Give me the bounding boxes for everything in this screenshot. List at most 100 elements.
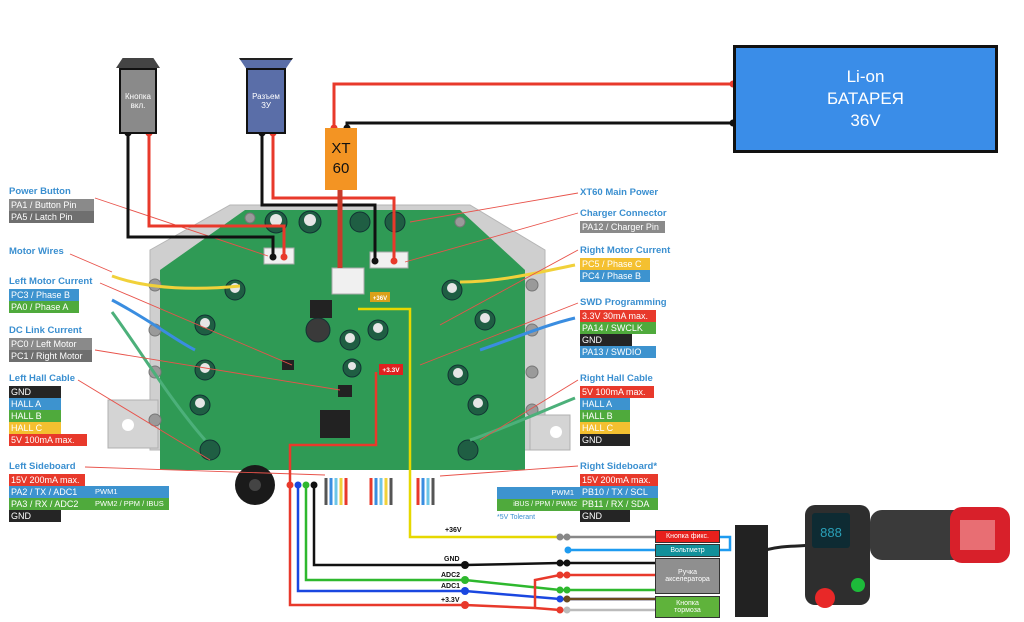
battery: Li-on БАТАРЕЯ 36V (733, 45, 998, 153)
tag-gnd: GND (580, 510, 630, 522)
label-title: Right Hall Cable (580, 373, 653, 384)
mcu-chip (320, 410, 350, 438)
tag-5v: 5V 100mA max. (9, 434, 87, 446)
wire-label-36v: +36V (445, 527, 462, 534)
xt60-label-2: 60 (332, 160, 350, 177)
tag-hall-a: HALL A (9, 398, 61, 410)
charger-label-2: ЗУ (261, 101, 271, 110)
tag-gnd: GND (9, 386, 61, 398)
tag-gnd: GND (580, 334, 632, 346)
label-title: Right Motor Current (580, 245, 671, 256)
wire-33v-pcb (288, 372, 378, 485)
tag-pa3: PA3 / RX / ADC2 (11, 499, 79, 509)
tag-right-pwm1: PWM1 (497, 487, 580, 499)
xt60-label: XT (331, 140, 351, 157)
tag-hall-c: HALL C (580, 422, 630, 434)
label-title: Left Sideboard (9, 461, 76, 472)
wire-label-33v: +3.3V (441, 597, 460, 604)
pointer-lines (69, 192, 579, 477)
tag-hall-c: HALL C (9, 422, 61, 434)
battery-wire-red (332, 82, 733, 128)
wire-label-adc1: ADC1 (441, 583, 460, 590)
connector-cruise-button: Кнопка фикс. (655, 530, 720, 543)
xt60-connector: XT 60 (325, 128, 357, 190)
throttle-connector-block (735, 525, 768, 617)
label-xt60-main: XT60 Main Power (580, 187, 659, 198)
power-button-connector (263, 247, 295, 265)
power-button-component: Кнопка вкл. (112, 58, 164, 134)
label-charger-connector: Charger Connector PA12 / Charger Pin (580, 208, 667, 233)
label-title: DC Link Current (9, 325, 82, 336)
label-right-sideboard: Right Sideboard* 15V 200mA max. PB10 / T… (580, 461, 658, 522)
connector-throttle: Ручка акселератора (655, 558, 720, 594)
power-button-wire-black (126, 133, 275, 257)
label-title: Left Motor Current (9, 276, 93, 287)
battery-label-2: БАТАРЕЯ (827, 89, 904, 108)
tag-hall-a: HALL A (580, 398, 630, 410)
tag-pa14: PA14 / SWCLK (580, 322, 656, 334)
charger-wire-black (260, 133, 377, 261)
battery-label-1: Li-on (846, 67, 885, 86)
pcb-36v-label: +36V (373, 296, 387, 302)
voltmeter-display-digits: 888 (820, 525, 842, 540)
tag-pa0: PA0 / Phase A (9, 301, 79, 313)
tag-15v: 15V 200mA max. (9, 474, 85, 486)
tag-gnd: GND (580, 434, 630, 446)
label-right-hall: Right Hall Cable 5V 100mA max. HALL A HA… (580, 373, 654, 446)
tag-pwm2: PWM2 / PPM / IBUS (95, 499, 164, 508)
tag-pa12: PA12 / Charger Pin (580, 221, 665, 233)
voltmeter-display (812, 513, 850, 548)
capacitors (189, 210, 496, 461)
right-motor-wire-green (469, 396, 576, 442)
pcb-33v-badge (379, 364, 403, 375)
right-motor-wire-blue (479, 316, 576, 352)
tag-33v: 3.3V 30mA max. (580, 310, 656, 322)
tag-5v: 5V 100mA max. (580, 386, 654, 398)
label-motor-wires: Motor Wires (9, 246, 64, 257)
tag-15v: 15V 200mA max. (580, 474, 658, 486)
pcb-36v-badge (370, 292, 390, 302)
label-left-motor-current: Left Motor Current PC3 / Phase B PA0 / P… (9, 276, 92, 313)
connector-voltmeter: Вольтметр (655, 544, 720, 557)
pcb-33v-label: +3.3V (382, 367, 400, 374)
tag-pc4: PC4 / Phase B (580, 270, 650, 282)
left-motor-wire-blue (111, 298, 196, 352)
tag-pa1: PA1 / Button Pin (9, 199, 94, 211)
tag-pa2: PA2 / TX / ADC1 (11, 487, 78, 497)
charger-wire-red (271, 133, 396, 261)
charger-label: Разъем (252, 92, 280, 101)
green-button (851, 578, 865, 592)
tag-hall-b: HALL B (9, 410, 61, 422)
wire-label-gnd: GND (444, 556, 460, 563)
tag-pb11: PB11 / RX / SDA (580, 498, 658, 510)
note-5v-tolerant: *5V Tolerant (497, 514, 536, 521)
tag-pc5: PC5 / Phase C (580, 258, 650, 270)
label-dc-link: DC Link Current PC0 / Left Motor PC1 / R… (9, 325, 92, 362)
power-button-label: Кнопка (125, 92, 151, 101)
label-left-hall: Left Hall Cable GND HALL A HALL B HALL C… (9, 373, 87, 446)
tag-pc3: PC3 / Phase B (9, 289, 79, 301)
sideboard-cables (324, 478, 435, 505)
tag-pb10: PB10 / TX / SCL (580, 486, 658, 498)
power-button-label-2: вкл. (130, 101, 146, 110)
left-motor-wire-green (110, 311, 207, 441)
heatsink-tab-right (529, 414, 571, 451)
label-right-motor-current: Right Motor Current PC5 / Phase C PC4 / … (580, 245, 670, 282)
red-button (815, 588, 835, 608)
connector-label: Вольтметр (670, 547, 705, 554)
label-title: SWD Programming (580, 297, 667, 308)
battery-label-3: 36V (850, 111, 881, 130)
throttle-handle: 888 (765, 505, 1010, 608)
label-title: Charger Connector (580, 208, 667, 219)
left-motor-wire-yellow (111, 274, 241, 290)
tag-hall-b: HALL B (580, 410, 630, 422)
connector-label: Кнопка фикс. (666, 533, 709, 540)
voltmeter-loop (720, 535, 732, 552)
tag-pa5: PA5 / Latch Pin (9, 211, 94, 223)
wire-33v-jumper (533, 573, 655, 608)
wire-36v (358, 307, 560, 539)
charger-connector (369, 251, 409, 269)
battery-wire-black (345, 121, 733, 128)
xt60-pcb-connector (331, 267, 365, 295)
